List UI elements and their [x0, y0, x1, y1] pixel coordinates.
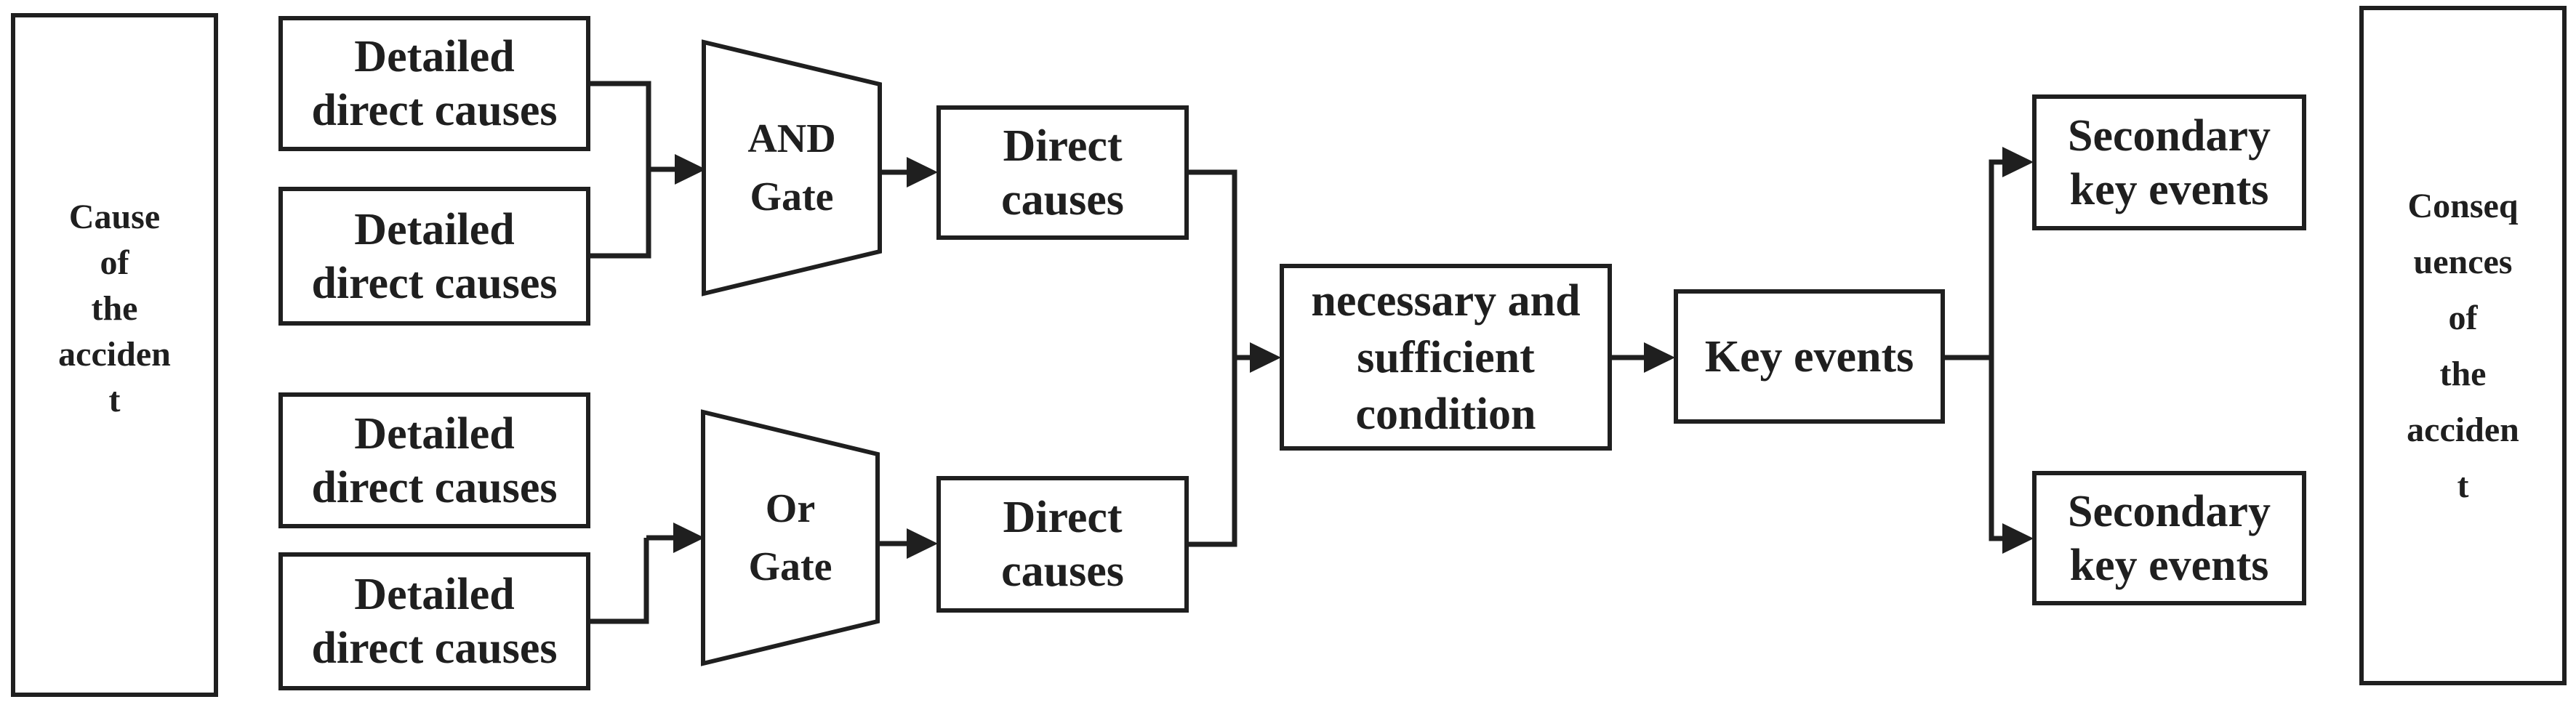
or-gate-shape — [701, 409, 880, 666]
arrowhead-into-key-events — [1644, 342, 1675, 373]
cause-of-accident-box: Cause of the acciden t — [11, 13, 218, 697]
secondary-key-events-box-top: Secondary key events — [2032, 94, 2306, 230]
and-gate-shape — [702, 39, 882, 296]
detailed-direct-causes-box-2: Detailed direct causes — [278, 187, 590, 326]
and-gate-output-connector — [880, 157, 938, 187]
secondary-key-events-box-bottom: Secondary key events — [2032, 471, 2306, 605]
direct-causes-box-top: Direct causes — [936, 105, 1189, 240]
or-gate-input-connector — [590, 523, 705, 624]
arrowhead-into-and-gate — [675, 154, 706, 185]
consequences-of-accident-label: Conseq uences of the acciden t — [2407, 186, 2519, 505]
arrowhead-into-necessary-condition — [1250, 342, 1281, 373]
key-events-split-connector — [1945, 147, 2034, 554]
key-events-box: Key events — [1674, 289, 1945, 424]
direct-causes-join-connector — [1189, 169, 1281, 547]
and-gate-label: AND Gate — [747, 116, 836, 219]
arrowhead-into-direct-causes-bottom — [907, 528, 938, 559]
arrowhead-into-secondary-top — [2002, 147, 2034, 177]
necessary-sufficient-condition-box: necessary and sufficient condition — [1280, 264, 1612, 451]
detailed-direct-causes-box-3: Detailed direct causes — [278, 392, 590, 528]
or-gate-label: Or Gate — [748, 486, 832, 589]
consequences-of-accident-box: Conseq uences of the acciden t — [2359, 6, 2567, 685]
cause-of-accident-label: Cause of the acciden t — [58, 198, 171, 419]
arrowhead-into-secondary-bottom — [2002, 523, 2034, 554]
direct-causes-box-bottom: Direct causes — [936, 476, 1189, 613]
necessary-to-key-events-connector — [1612, 342, 1675, 373]
or-gate-output-connector — [878, 528, 938, 559]
arrowhead-into-or-gate — [673, 523, 705, 553]
detailed-direct-causes-box-4: Detailed direct causes — [278, 552, 590, 690]
arrowhead-into-direct-causes-top — [907, 157, 938, 187]
detailed-direct-causes-box-1: Detailed direct causes — [278, 16, 590, 151]
and-gate-input-connector — [590, 81, 706, 259]
